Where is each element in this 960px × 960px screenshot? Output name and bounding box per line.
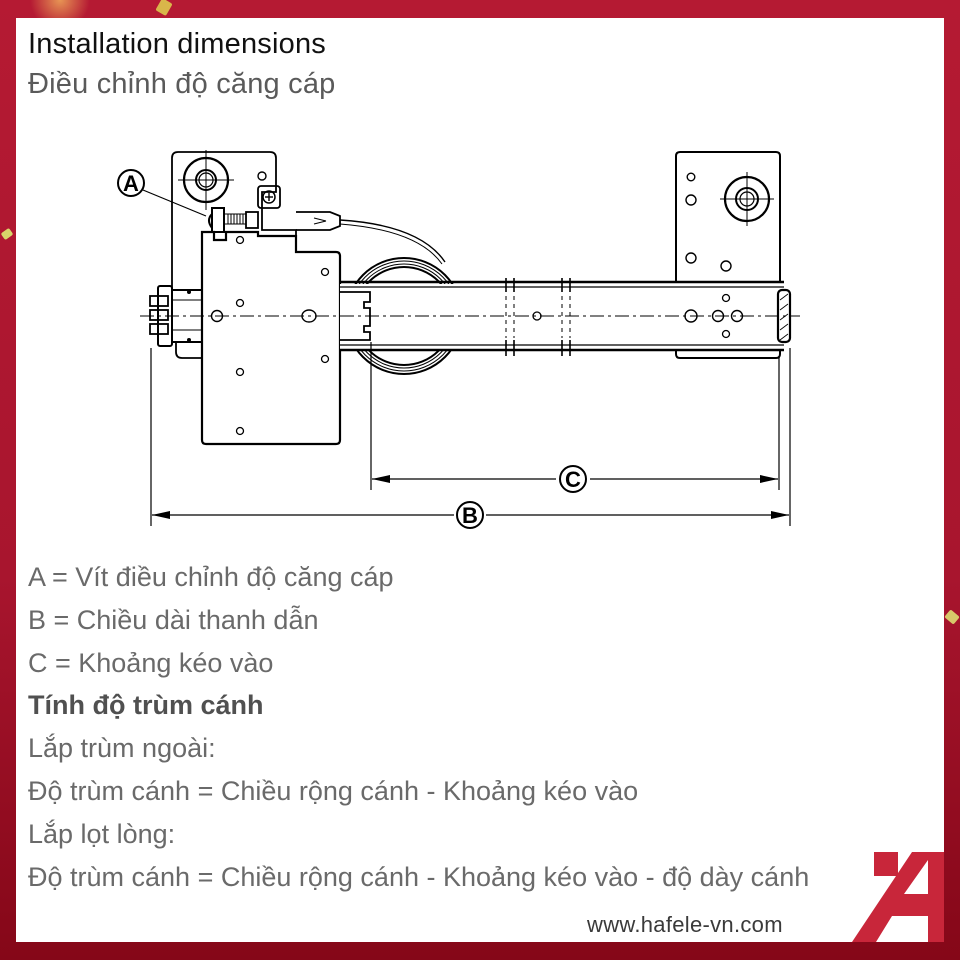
document-sheet: Installation dimensions Điều chỉnh độ că… [16, 18, 944, 942]
legend-item-a: A = Vít điều chỉnh độ căng cáp [28, 562, 394, 592]
confetti-decoration [944, 609, 960, 625]
page-title: Installation dimensions [28, 28, 326, 60]
page-subtitle: Điều chỉnh độ căng cáp [28, 68, 336, 100]
overlay-label: Lắp trùm ngoài: [28, 733, 216, 764]
overlay-formula: Độ trùm cánh = Chiều rộng cánh - Khoảng … [28, 775, 639, 806]
installation-drawing: A C B [117, 150, 800, 529]
legend-item-c: C = Khoảng kéo vào [28, 647, 274, 678]
inset-formula: Độ trùm cánh = Chiều rộng cánh - Khoảng … [28, 861, 810, 892]
confetti-decoration [155, 0, 173, 17]
callout-c-label: C [565, 467, 581, 492]
hafele-logo-icon [852, 852, 944, 942]
callout-b-label: B [462, 503, 478, 528]
website-link[interactable]: www.hafele-vn.com [587, 912, 783, 937]
confetti-decoration [0, 227, 14, 241]
section-heading: Tính độ trùm cánh [28, 690, 264, 721]
legend-item-b: B = Chiều dài thanh dẫn [28, 604, 319, 635]
legend: A = Vít điều chỉnh độ căng cáp B = Chiều… [28, 556, 928, 898]
callout-a-label: A [123, 171, 139, 196]
inset-label: Lắp lọt lòng: [28, 818, 176, 849]
